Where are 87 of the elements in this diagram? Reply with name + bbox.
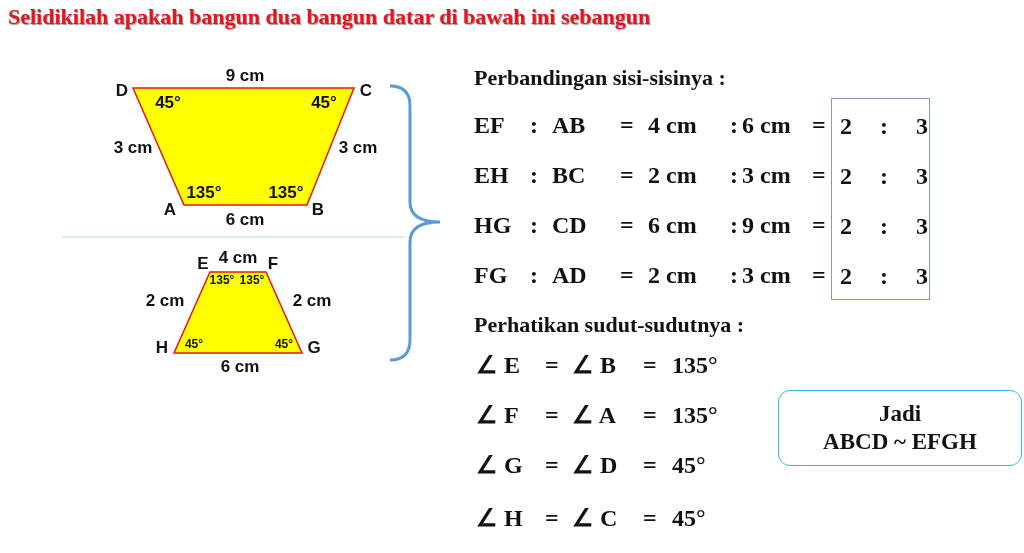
- angle-label: ∠ C: [572, 506, 618, 530]
- length-value: 4 cm: [648, 113, 697, 137]
- angle-label: 45°: [274, 338, 294, 350]
- length-value: 3 cm: [742, 163, 791, 187]
- equals-sign: =: [545, 506, 559, 530]
- equals-sign: =: [812, 163, 826, 187]
- equals-sign: =: [620, 113, 634, 137]
- angle-label: ∠ D: [572, 453, 618, 477]
- vertex-label: H: [155, 338, 169, 356]
- length-value: 2 cm: [648, 263, 697, 287]
- vertex-label: D: [115, 81, 129, 99]
- angle-label: ∠ F: [476, 403, 519, 427]
- vertex-label: F: [267, 254, 279, 272]
- equals-sign: =: [620, 163, 634, 187]
- length-value: 2 cm: [648, 163, 697, 187]
- side-length-label: 3 cm: [113, 138, 153, 156]
- section-heading: Perbandingan sisi-sisinya :: [474, 67, 726, 89]
- vertex-label: C: [359, 81, 373, 99]
- ratio-colon: :: [530, 263, 538, 287]
- angle-label: 45°: [184, 338, 204, 350]
- vertex-label: E: [197, 254, 209, 272]
- ratio-colon: :: [530, 113, 538, 137]
- equals-sign: =: [643, 403, 657, 427]
- ratio-result: 2 : 3: [840, 164, 928, 188]
- equals-sign: =: [620, 213, 634, 237]
- angle-label: ∠ E: [476, 353, 520, 377]
- angle-value: 45°: [672, 453, 706, 477]
- side-length-label: 6 cm: [225, 210, 265, 228]
- angle-label: ∠ H: [476, 506, 523, 530]
- segment-label: EF: [474, 113, 505, 137]
- side-length-label: 3 cm: [338, 138, 378, 156]
- equals-sign: =: [643, 353, 657, 377]
- ratio-result: 2 : 3: [840, 214, 928, 238]
- segment-label: EH: [474, 163, 509, 187]
- vertex-label: A: [163, 200, 177, 218]
- segment-label: FG: [474, 263, 508, 287]
- equals-sign: =: [643, 506, 657, 530]
- angle-label: 135°: [209, 274, 235, 286]
- equals-sign: =: [812, 113, 826, 137]
- angle-value: 135°: [672, 403, 718, 427]
- angle-label: 45°: [155, 93, 181, 111]
- side-length-label: 2 cm: [145, 291, 185, 309]
- angle-label: 135°: [186, 183, 222, 201]
- equals-sign: =: [545, 353, 559, 377]
- angle-value: 45°: [672, 506, 706, 530]
- equals-sign: =: [545, 403, 559, 427]
- ratio-box: [831, 98, 930, 300]
- angle-label: ∠ A: [572, 403, 616, 427]
- ratio-colon: :: [730, 113, 738, 137]
- side-length-label: 9 cm: [225, 66, 265, 84]
- vertex-label: B: [311, 200, 325, 218]
- title: Selidikilah apakah bangun dua bangun datar di bawah ini sebangun: [8, 4, 651, 30]
- segment-label: BC: [552, 163, 586, 187]
- ratio-colon: :: [730, 263, 738, 287]
- side-length-label: 6 cm: [220, 357, 260, 375]
- segment-label: AB: [552, 113, 586, 137]
- equals-sign: =: [812, 213, 826, 237]
- ratio-colon: :: [730, 213, 738, 237]
- vertex-label: G: [307, 338, 321, 356]
- angle-label: 135°: [268, 183, 304, 201]
- segment-label: CD: [552, 213, 587, 237]
- ratio-result: 2 : 3: [840, 264, 928, 288]
- angle-value: 135°: [672, 353, 718, 377]
- length-value: 3 cm: [742, 263, 791, 287]
- ratio-result: 2 : 3: [840, 114, 928, 138]
- equals-sign: =: [812, 263, 826, 287]
- equals-sign: =: [545, 453, 559, 477]
- equals-sign: =: [620, 263, 634, 287]
- angle-label: 45°: [311, 93, 337, 111]
- conclusion-text: Jadi: [878, 401, 922, 426]
- length-value: 6 cm: [742, 113, 791, 137]
- conclusion-text: ABCD ~ EFGH: [823, 430, 977, 455]
- angle-label: ∠ B: [572, 353, 616, 377]
- side-length-label: 2 cm: [292, 291, 332, 309]
- length-value: 6 cm: [648, 213, 697, 237]
- length-value: 9 cm: [742, 213, 791, 237]
- ratio-colon: :: [730, 163, 738, 187]
- ratio-colon: :: [530, 163, 538, 187]
- angle-label: 135°: [239, 274, 265, 286]
- equals-sign: =: [643, 453, 657, 477]
- section-heading: Perhatikan sudut-sudutnya :: [474, 314, 745, 336]
- angle-label: ∠ G: [476, 453, 523, 477]
- side-length-label: 4 cm: [218, 248, 258, 266]
- ratio-colon: :: [530, 213, 538, 237]
- segment-label: HG: [474, 213, 512, 237]
- segment-label: AD: [552, 263, 587, 287]
- conclusion-box: [778, 390, 1022, 466]
